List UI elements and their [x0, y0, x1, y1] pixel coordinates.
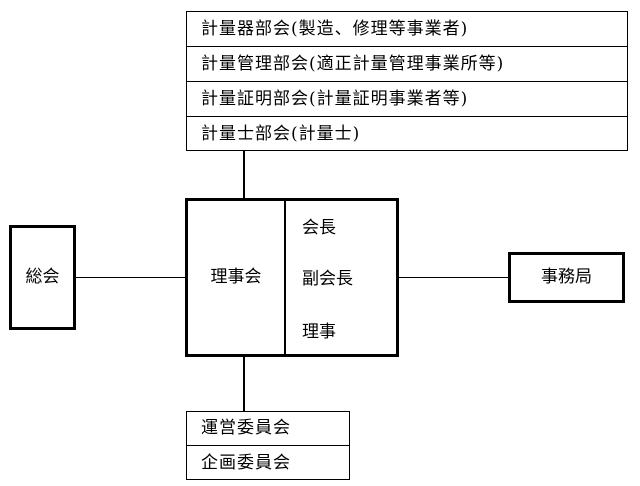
secretariat-label: 事務局 — [541, 267, 592, 287]
connector-left — [76, 277, 185, 278]
committee-item: 企画委員会 — [201, 452, 291, 473]
connector-bottom — [243, 357, 245, 411]
role-director: 理事 — [302, 322, 336, 342]
role-chair: 会長 — [302, 218, 336, 238]
committee-list: 運営委員会 企画委員会 — [186, 411, 350, 480]
board-label: 理事会 — [210, 267, 262, 287]
board-roles: 会長 副会長 理事 — [286, 201, 396, 354]
division-item: 計量証明部会(計量証明事業者等) — [187, 82, 627, 117]
division-item: 計量器部会(製造、修理等事業者) — [187, 12, 627, 47]
division-item: 計量士部会(計量士) — [201, 124, 361, 144]
role-vice-chair: 副会長 — [302, 269, 353, 289]
connector-right — [399, 277, 508, 278]
general-assembly-label: 総会 — [25, 267, 60, 287]
connector-top — [243, 151, 245, 198]
division-list: 計量器部会(製造、修理等事業者) 計量管理部会(適正計量管理事業所等) 計量証明… — [186, 11, 628, 151]
board-box: 理事会 会長 副会長 理事 — [185, 198, 399, 357]
board-label-cell: 理事会 — [188, 201, 286, 354]
secretariat-box: 事務局 — [508, 252, 625, 303]
division-item: 計量管理部会(適正計量管理事業所等) — [187, 47, 627, 82]
committee-item: 運営委員会 — [187, 412, 349, 446]
general-assembly-box: 総会 — [9, 225, 76, 330]
